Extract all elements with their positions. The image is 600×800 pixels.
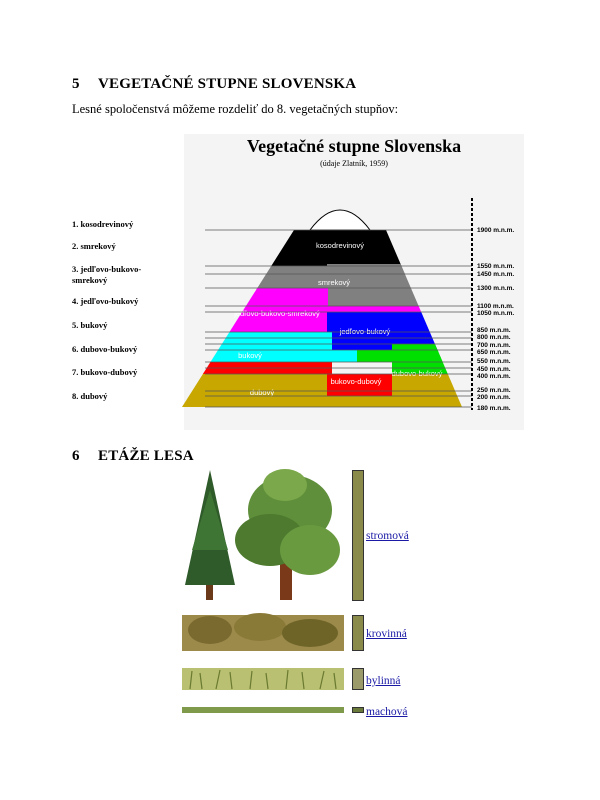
zone-label-1: 1. kosodrevinový	[72, 219, 134, 229]
alt-label: 250 m.n.m.	[477, 387, 511, 394]
alt-label: 1300 m.n.m.	[477, 285, 514, 292]
band-dubovy	[182, 374, 327, 407]
band-text-6: dubovo-bukový	[392, 369, 443, 378]
forest-strata-figure: stromová krovinná bylinná machová	[180, 465, 440, 725]
zone-label-2: 2. smrekový	[72, 241, 116, 251]
alt-label: 1900 m.n.m.	[477, 227, 514, 234]
herb-layer-illustration	[182, 668, 344, 690]
band-text-5: bukový	[238, 351, 262, 360]
stratum-bar-bylinna	[352, 668, 364, 690]
band-text-7: bukovo-dubový	[331, 377, 382, 386]
zone-label-5: 5. bukový	[72, 320, 108, 330]
band-bukovo-dubovy	[327, 374, 392, 396]
alt-label: 800 m.n.m.	[477, 334, 511, 341]
stratum-link-machova[interactable]: machová	[366, 706, 408, 718]
vegetation-pyramid: kosodrevinový smrekový jedľovo-bukovo-sm…	[182, 198, 514, 412]
stratum-link-bylinna[interactable]: bylinná	[366, 675, 401, 687]
zone-label-7: 7. bukovo-dubový	[72, 367, 138, 377]
alt-label: 450 m.n.m.	[477, 366, 511, 373]
stratum-bar-krovinna	[352, 615, 364, 651]
alt-label: 550 m.n.m.	[477, 358, 511, 365]
peak-outline	[308, 209, 372, 231]
alt-label: 850 m.n.m.	[477, 327, 511, 334]
band-text-2: smrekový	[318, 278, 350, 287]
section-title: VEGETAČNÉ STUPNE SLOVENSKA	[98, 76, 357, 92]
vegetation-zones-figure: Vegetačné stupne Slovenska (údaje Zlatní…	[72, 130, 524, 430]
band-smrekovy	[182, 274, 332, 290]
section-number: 6	[72, 448, 80, 464]
stratum-link-stromova[interactable]: stromová	[366, 530, 409, 542]
intro-text: Lesné spoločenstvá môžeme rozdeliť do 8.…	[72, 102, 399, 116]
zone-label-3: 3. jedľovo-bukovo-smrekový	[72, 264, 142, 285]
alt-label: 1450 m.n.m.	[477, 271, 514, 278]
band-bukovy	[182, 332, 332, 350]
section-6-heading: 6 ETÁŽE LESA	[72, 448, 194, 465]
section-5-heading: 5 VEGETAČNÉ STUPNE SLOVENSKA	[72, 76, 356, 93]
alt-label: 650 m.n.m.	[477, 349, 511, 356]
band-text-3: jedľovo-bukovo-smrekový	[233, 309, 320, 318]
stratum-bar-stromova	[352, 470, 364, 601]
band-text-1: kosodrevinový	[316, 241, 364, 250]
band-text-4: jedľovo-bukový	[339, 327, 391, 336]
alt-label: 200 m.n.m.	[477, 394, 511, 401]
alt-label: 1550 m.n.m.	[477, 263, 514, 270]
zone-label-8: 8. dubový	[72, 391, 108, 401]
zone-label-4: 4. jedľovo-bukový	[72, 296, 139, 306]
alt-label: 700 m.n.m.	[477, 342, 511, 349]
alt-label: 180 m.n.m.	[477, 405, 511, 412]
alt-label: 400 m.n.m.	[477, 373, 511, 380]
alt-label: 1100 m.n.m.	[477, 303, 514, 310]
tree-layer-illustration	[185, 469, 340, 600]
stratum-bar-machova	[352, 707, 364, 713]
stratum-link-krovinna[interactable]: krovinná	[366, 628, 407, 640]
section-title: ETÁŽE LESA	[98, 448, 194, 464]
zone-label-6: 6. dubovo-bukový	[72, 344, 138, 354]
section-number: 5	[72, 76, 80, 92]
alt-label: 1050 m.n.m.	[477, 310, 514, 317]
figure-title: Vegetačné stupne Slovenska	[246, 136, 462, 156]
figure-subtitle: (údaje Zlatník, 1959)	[320, 159, 388, 168]
moss-layer-illustration	[182, 707, 344, 713]
forest-strata-illustration	[182, 469, 344, 713]
band-text-8: dubový	[250, 388, 274, 397]
